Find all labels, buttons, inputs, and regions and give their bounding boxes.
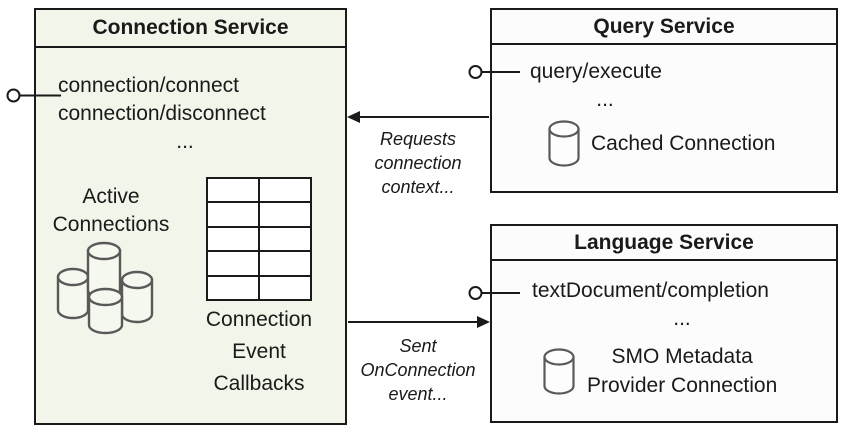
database-cluster-icon <box>56 241 154 335</box>
database-icon <box>543 347 575 395</box>
connection-event-callbacks-label: Connection Event Callbacks <box>205 308 313 395</box>
requests-arrow-label: Requests connection context... <box>374 129 462 197</box>
sent-arrow-label: Sent OnConnection event... <box>360 336 476 404</box>
requests-arrow <box>347 111 489 123</box>
method-connection-connect: connection/connect <box>58 74 239 97</box>
active-connections-label: Active Connections <box>52 185 170 236</box>
table-cell <box>260 203 310 226</box>
cached-connection-label: Cached Connection <box>591 131 776 155</box>
method-textdocument-completion: textDocument/completion <box>532 279 769 302</box>
sent-arrow <box>348 316 490 328</box>
connection-service-methods: connection/connect connection/disconnect… <box>58 72 312 156</box>
table-cell <box>260 227 310 251</box>
method-query-execute: query/execute <box>530 60 662 83</box>
methods-ellipsis: ... <box>596 88 614 111</box>
methods-ellipsis: ... <box>176 130 194 153</box>
table-cell <box>260 179 310 202</box>
table-cell <box>260 252 310 275</box>
query-service-box: Query Service query/execute ... Cached C… <box>490 8 838 193</box>
language-service-title: Language Service <box>492 226 836 261</box>
connection-service-title: Connection Service <box>36 10 345 48</box>
connection-service-box: Connection Service connection/connect co… <box>34 8 347 425</box>
cached-connection-row: Cached Connection <box>548 120 775 167</box>
table-cell <box>208 203 258 226</box>
table-cell <box>260 276 310 299</box>
database-icon <box>548 120 580 167</box>
smo-connection-row: SMO Metadata Provider Connection <box>543 342 777 400</box>
method-connection-disconnect: connection/disconnect <box>58 102 266 125</box>
table-cell <box>208 227 258 251</box>
connection-callbacks-table <box>206 177 312 301</box>
table-cell <box>208 252 258 275</box>
table-cell <box>208 276 258 299</box>
table-cell <box>208 179 258 202</box>
query-service-title: Query Service <box>492 10 836 45</box>
methods-ellipsis: ... <box>673 307 691 330</box>
query-service-methods: query/execute ... <box>530 58 680 114</box>
language-service-methods: textDocument/completion ... <box>532 277 832 333</box>
smo-metadata-provider-label: SMO Metadata Provider Connection <box>587 345 778 397</box>
language-service-box: Language Service textDocument/completion… <box>490 224 838 423</box>
